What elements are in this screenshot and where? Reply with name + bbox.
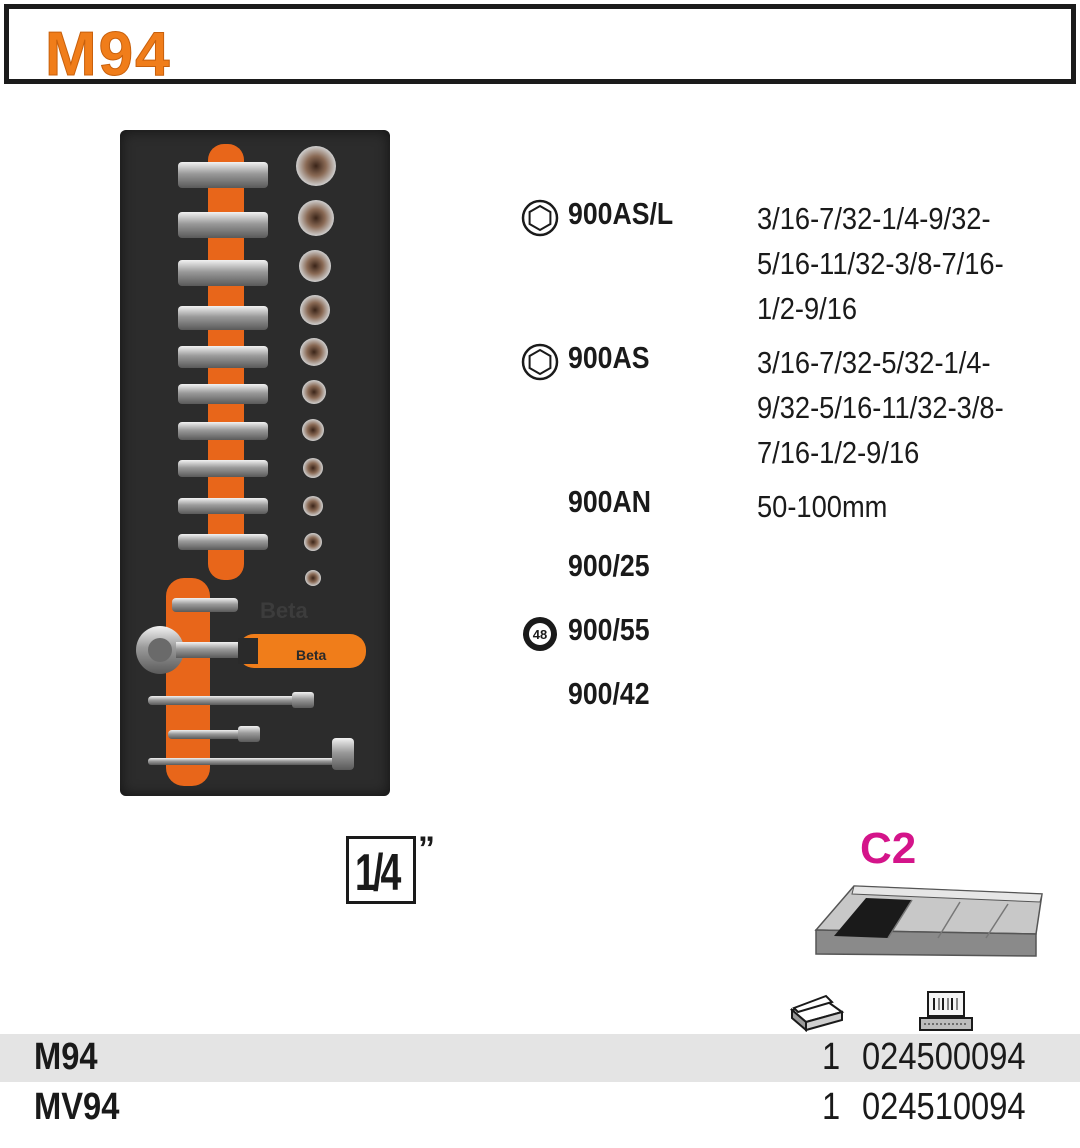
tool-tray-image: Beta Beta <box>120 130 390 796</box>
tray-type-code: C2 <box>860 824 917 873</box>
drive-unit: ” <box>418 830 435 868</box>
svg-text:48: 48 <box>533 627 547 642</box>
ratchet-48-teeth-icon: 48 <box>523 617 557 651</box>
spec-code: 900AN <box>568 484 651 519</box>
svg-text:Beta: Beta <box>296 647 327 663</box>
drive-size-badge: 1/4 <box>346 836 416 904</box>
universal-joint <box>172 598 238 612</box>
order-row: M94 1 024500094 <box>0 1034 1080 1082</box>
box-quantity-icon <box>789 994 845 1032</box>
spec-sizes: 3/16-7/32-5/32-1/4- 9/32-5/16-11/32-3/8-… <box>757 340 1039 475</box>
order-qty: 1 <box>822 1036 841 1078</box>
hex-socket-icon <box>521 343 559 381</box>
spec-size-line: 3/16-7/32-1/4-9/32- <box>757 201 991 236</box>
spec-size-line: 5/16-11/32-3/8-7/16- <box>757 246 1004 281</box>
short-sockets <box>296 146 336 586</box>
foam-logo: Beta <box>260 598 308 623</box>
tray-illustration: Beta Beta <box>136 144 366 786</box>
ratchet: Beta <box>136 626 366 674</box>
order-name: M94 <box>34 1036 98 1078</box>
extensions <box>148 692 354 770</box>
order-qty: 1 <box>822 1086 841 1128</box>
order-row-shade <box>0 1034 1080 1082</box>
order-code: 024500094 <box>862 1036 1026 1078</box>
long-sockets <box>178 162 268 550</box>
drive-size: 1/4 <box>355 844 401 902</box>
spec-code: 900/55 <box>568 612 650 647</box>
order-row: MV94 1 024510094 <box>0 1084 1080 1132</box>
spec-code: 900/42 <box>568 676 650 711</box>
spec-sizes: 3/16-7/32-1/4-9/32- 5/16-11/32-3/8-7/16-… <box>757 196 1039 331</box>
spec-size-line: 50-100mm <box>757 489 888 524</box>
spec-size-line: 1/2-9/16 <box>757 291 858 326</box>
order-code: 024510094 <box>862 1086 1026 1128</box>
page-title: M94 <box>45 20 172 90</box>
header-box: M94 <box>4 4 1076 90</box>
spec-size-line: 9/32-5/16-11/32-3/8- <box>757 390 1004 425</box>
hex-socket-icon <box>521 199 559 237</box>
spec-code: 900AS/L <box>568 196 674 231</box>
spec-size-line: 7/16-1/2-9/16 <box>757 435 920 470</box>
spec-code: 900AS <box>568 340 650 375</box>
barcode-terminal-icon <box>919 991 973 1031</box>
order-name: MV94 <box>34 1086 120 1128</box>
spec-sizes: 50-100mm <box>757 484 1039 529</box>
spec-size-line: 3/16-7/32-5/32-1/4- <box>757 345 991 380</box>
drawer-tray-icon <box>814 885 1043 957</box>
spec-code: 900/25 <box>568 548 650 583</box>
